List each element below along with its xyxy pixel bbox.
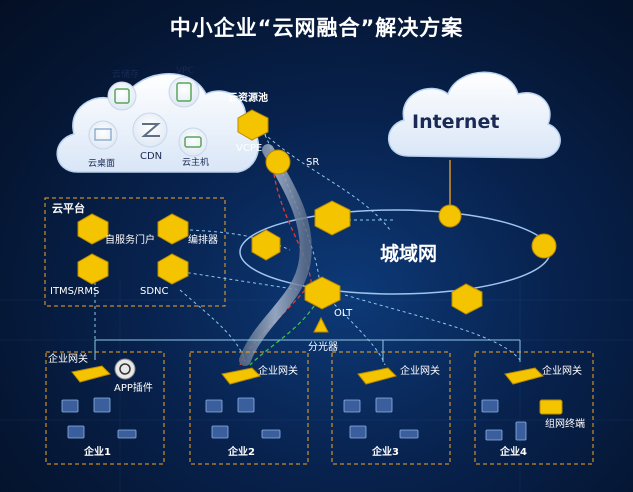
label-orchestrator: 编排器 (188, 235, 218, 246)
label-vpc: VPC (176, 66, 194, 76)
label-metro-network: 城域网 (380, 243, 438, 265)
label-sdnc: SDNC (140, 286, 169, 297)
label-internet: Internet (412, 111, 500, 133)
label-cdn: CDN (140, 151, 163, 162)
label-gateway-2: 企业网关 (258, 366, 298, 377)
label-cloud-desktop: 云桌面 (88, 159, 116, 169)
app-plugin-icon (114, 358, 136, 380)
label-gateway-3: 企业网关 (400, 366, 440, 377)
label-cloud-host: 云主机 (182, 158, 210, 168)
label-cloud-pool: 云资源池 (228, 93, 268, 104)
label-self-service-portal: 自服务门户 (105, 235, 155, 246)
label-enterprise-3: 企业3 (372, 447, 399, 458)
label-olt: OLT (334, 308, 353, 319)
enterprise-terminals (61, 397, 527, 441)
label-cloud-storage: 云储存 (112, 70, 140, 80)
label-itms-rms: ITMS/RMS (50, 286, 100, 297)
label-gateway-4: 企业网关 (542, 366, 582, 377)
vpn-tunnel (239, 144, 312, 366)
cloud-platform-box (44, 197, 226, 307)
label-cloud-platform: 云平台 (52, 202, 85, 215)
label-gateway-1: 企业网关 (48, 354, 88, 365)
green-link (249, 299, 319, 366)
label-enterprise-2: 企业2 (228, 447, 255, 458)
label-enterprise-1: 企业1 (84, 447, 111, 458)
label-enterprise-4: 企业4 (500, 447, 527, 458)
label-sr: SR (306, 157, 320, 168)
enterprise-boxes (45, 351, 594, 465)
label-splitter: 分光器 (308, 342, 338, 353)
access-links (94, 339, 521, 362)
label-app-plugin: APP插件 (114, 383, 153, 394)
page-title: 中小企业“云网融合”解决方案 (169, 16, 464, 40)
internet-cloud (387, 71, 561, 159)
label-vcpe: VCPE (236, 143, 263, 154)
cloud-resource-pool (56, 73, 260, 173)
network-devices (71, 109, 563, 415)
background-grid (0, 280, 633, 492)
label-networking-terminal: 组网终端 (545, 419, 585, 430)
